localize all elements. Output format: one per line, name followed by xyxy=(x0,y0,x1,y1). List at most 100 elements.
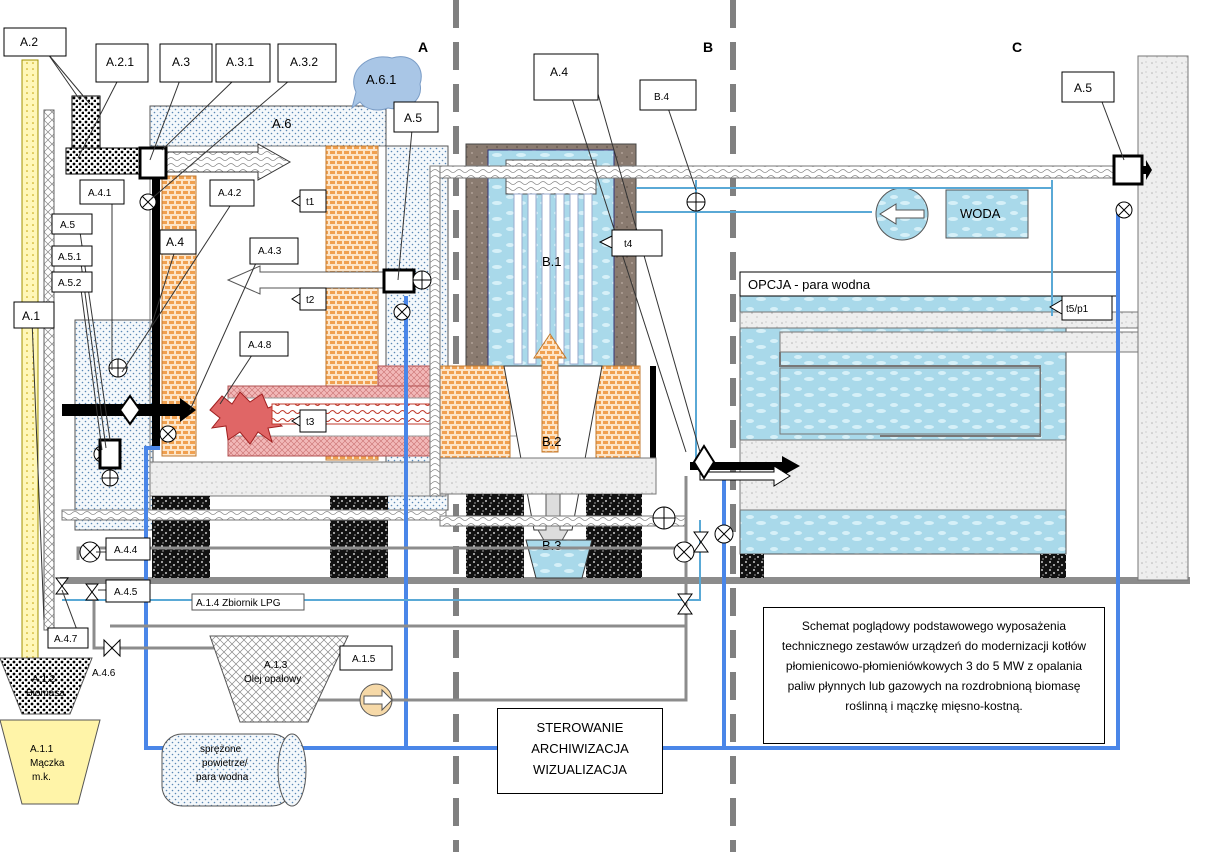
furnace-support-left xyxy=(152,496,210,578)
label-a31: A.3.1 xyxy=(226,55,254,69)
meal-hopper-a11 xyxy=(0,719,101,805)
label-a4: A.4 xyxy=(166,235,184,249)
existing-boiler-flue-box xyxy=(779,367,1041,435)
water-flow-arrow xyxy=(879,203,925,225)
furnace-support-right xyxy=(330,496,388,578)
burner-valve-diamond xyxy=(118,394,142,426)
grey-pipes xyxy=(76,476,688,702)
control-panel: STEROWANIE ARCHIWIZACJA WIZUALIZACJA xyxy=(497,708,663,794)
chimney xyxy=(1137,55,1189,581)
existing-boiler-furnace xyxy=(739,439,1067,511)
gate-valves xyxy=(55,531,709,658)
existing-boiler-mid-band xyxy=(779,331,1141,353)
label-a13-line2: Olej opałowy xyxy=(244,674,301,685)
furnace-casing xyxy=(149,105,387,147)
combustion-tube-bottom xyxy=(227,435,459,457)
elevator-yellow xyxy=(21,59,39,661)
gate-valve-icon xyxy=(677,593,693,615)
valve-icon xyxy=(159,425,177,443)
label-t1: t1 xyxy=(306,197,315,208)
valve-icon xyxy=(393,303,411,321)
label-a4-b: A.4 xyxy=(550,65,568,79)
label-a5-left: A.5 xyxy=(60,220,75,231)
label-opcja: OPCJA - para wodna xyxy=(748,277,871,292)
label-a11-line3: m.k. xyxy=(32,772,51,783)
label-air-line1: sprężone xyxy=(200,744,242,755)
label-a1: A.1 xyxy=(22,309,40,323)
label-b3: B.3 xyxy=(542,538,562,553)
flowmeter-icon xyxy=(108,358,128,378)
label-a47: A.4.7 xyxy=(54,634,78,645)
flowmeter-icon xyxy=(101,469,119,487)
label-b2: B.2 xyxy=(542,434,562,449)
flue-duct-left-vertical xyxy=(429,165,441,497)
label-a61: A.6.1 xyxy=(366,72,396,87)
diagram-description: Schemat poglądowy podstawowego wyposażen… xyxy=(763,607,1105,744)
air-cylinder-end xyxy=(277,733,307,807)
control-line-3: WIZUALIZACJA xyxy=(533,762,627,777)
label-woda: WODA xyxy=(960,206,1001,221)
label-air-line2: powietrze/ xyxy=(202,758,248,769)
flowmeter-icon xyxy=(686,192,706,212)
zone-label-b: B xyxy=(703,39,713,55)
updraft-arrow xyxy=(533,333,567,453)
label-b1: B.1 xyxy=(542,254,562,269)
existing-boiler-flue-path xyxy=(779,352,1041,437)
control-line-1: STEROWANIE xyxy=(536,720,624,735)
flue-damper-a5 xyxy=(1112,154,1144,186)
flue-duct-bottom-a xyxy=(61,509,447,521)
black-wall-strip xyxy=(152,150,160,450)
outlet-valve-diamond xyxy=(692,444,716,480)
label-a11-line2: Mączka xyxy=(30,758,65,769)
control-line-2: ARCHIWIZACJA xyxy=(531,741,629,756)
label-a45: A.4.5 xyxy=(114,587,138,598)
water-tank xyxy=(945,189,1029,239)
biomass-feed-tube xyxy=(65,147,149,175)
oil-pump-arrow xyxy=(363,688,393,712)
boiler-lower-brick-left xyxy=(439,365,511,459)
label-a11-line1: A.1.1 xyxy=(30,744,54,755)
flame-icon xyxy=(209,391,284,445)
label-a43: A.4.3 xyxy=(258,246,282,257)
gate-valve-icon xyxy=(55,577,69,595)
boiler-base-slab xyxy=(439,457,657,495)
label-a5-right: A.5 xyxy=(1074,81,1092,95)
oil-tank-a13 xyxy=(209,635,349,723)
zone-label-a: A xyxy=(418,39,428,55)
label-b4: B.4 xyxy=(654,92,669,103)
label-a2: A.2 xyxy=(20,35,38,49)
zone-label-c: C xyxy=(1012,39,1022,55)
furnace-insulation-left xyxy=(74,319,154,531)
boiler-tubes xyxy=(513,193,593,365)
flue-duct-bottom-b xyxy=(439,515,687,527)
label-t3: t3 xyxy=(306,417,315,428)
boiler-support-right xyxy=(586,494,642,578)
burner-head-a51 xyxy=(98,438,122,470)
label-a46: A.4.6 xyxy=(92,668,116,679)
furnace-base-slab xyxy=(149,461,447,497)
biomass-hopper-a12 xyxy=(0,657,93,715)
chimney-arrow xyxy=(1142,160,1152,180)
label-t2: t2 xyxy=(306,295,315,306)
label-t5p1: t5/p1 xyxy=(1066,304,1089,315)
label-a15: A.1.5 xyxy=(352,654,376,665)
feed-arrow xyxy=(159,143,292,181)
label-a41: A.4.1 xyxy=(88,188,112,199)
label-air-line3: para wodna xyxy=(196,772,249,783)
label-t4: t4 xyxy=(624,239,633,250)
flue-duct-top xyxy=(429,165,1123,179)
existing-boiler-support-right xyxy=(1040,554,1066,578)
feed-hopper-a2 xyxy=(71,95,101,149)
elevator-screw xyxy=(43,109,55,631)
flowmeter-icon xyxy=(652,506,676,530)
label-a5-top: A.5 xyxy=(404,111,422,125)
boiler-side-black xyxy=(650,366,656,458)
flue-outlet-arrow xyxy=(690,456,800,476)
label-a61-bubble xyxy=(351,56,422,111)
boiler-lower-brick-right xyxy=(595,365,641,459)
label-a52: A.5.2 xyxy=(58,278,82,289)
flue-outlet-arrow-white xyxy=(699,465,791,487)
label-a44: A.4.4 xyxy=(114,545,138,556)
ground-line xyxy=(60,577,1190,584)
